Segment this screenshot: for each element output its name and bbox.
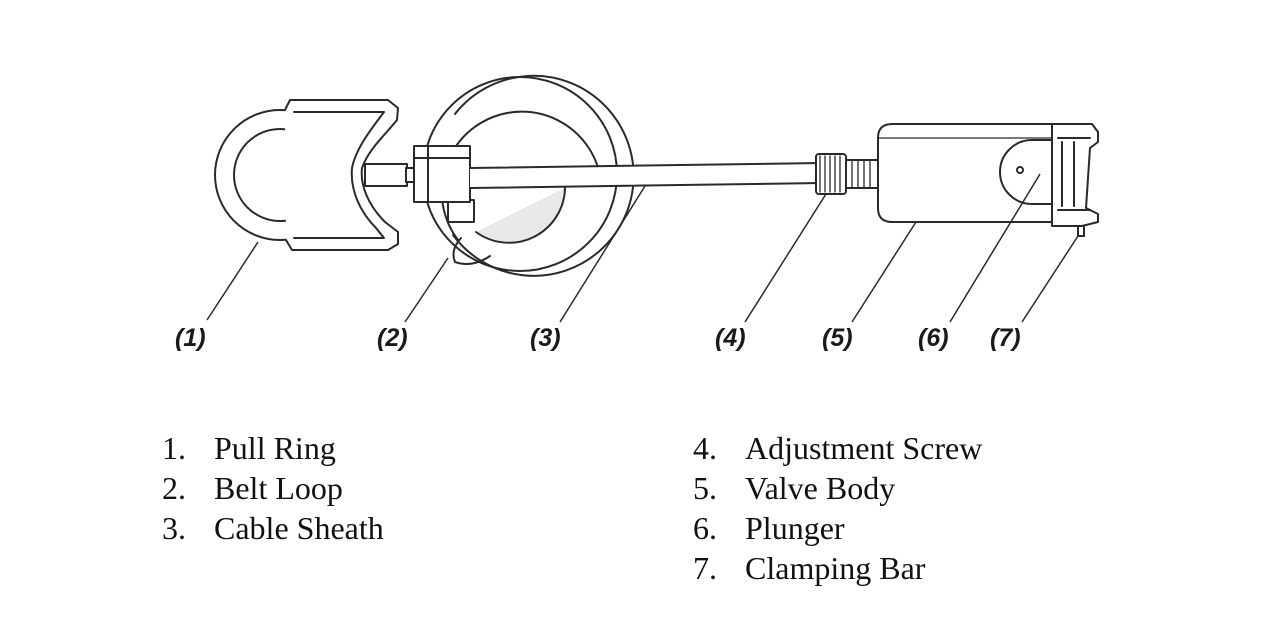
legend-label: Plunger <box>745 509 845 546</box>
leader-line-3 <box>559 185 646 323</box>
legend-number: 6. <box>693 509 717 546</box>
leader-line-4 <box>744 193 827 323</box>
legend-label: Valve Body <box>745 469 896 506</box>
legend-number: 7. <box>693 549 717 586</box>
plunger <box>999 139 1053 205</box>
callout-6: (6) <box>918 324 949 352</box>
pull-ring-yoke <box>284 99 417 251</box>
legend-number: 3. <box>162 509 186 546</box>
leader-line-2 <box>404 257 449 323</box>
legend-number: 4. <box>693 429 717 466</box>
legend-label: Cable Sheath <box>214 509 384 546</box>
legend-label: Adjustment Screw <box>745 429 983 466</box>
clamping-bar <box>1051 123 1099 237</box>
legend-item: 1. Pull Ring <box>162 428 384 468</box>
legend-label: Pull Ring <box>214 429 336 466</box>
legend-item: 7. Clamping Bar <box>693 548 982 588</box>
adjustment-screw <box>815 153 879 195</box>
callout-2: (2) <box>377 324 408 352</box>
callout-1: (1) <box>175 324 206 352</box>
legend-number: 5. <box>693 469 717 506</box>
leader-line-5 <box>851 221 917 323</box>
legend-item: 2. Belt Loop <box>162 468 384 508</box>
legend-item: 6. Plunger <box>693 508 982 548</box>
legend-label: Belt Loop <box>214 469 343 506</box>
leader-line-7 <box>1021 235 1079 323</box>
legend-number: 2. <box>162 469 186 506</box>
callout-5: (5) <box>822 324 853 352</box>
legend-label: Clamping Bar <box>745 549 926 586</box>
leader-line-1 <box>206 241 259 321</box>
callout-4: (4) <box>715 324 746 352</box>
legend-number: 1. <box>162 429 186 466</box>
leader-line-6 <box>949 173 1041 323</box>
callout-3: (3) <box>530 324 561 352</box>
cable-sheath <box>469 162 823 189</box>
callout-7: (7) <box>990 324 1021 352</box>
legend-right-column: 4. Adjustment Screw 5. Valve Body 6. Plu… <box>693 428 982 588</box>
legend-item: 5. Valve Body <box>693 468 982 508</box>
legend-item: 3. Cable Sheath <box>162 508 384 548</box>
legend-item: 4. Adjustment Screw <box>693 428 982 468</box>
legend-left-column: 1. Pull Ring 2. Belt Loop 3. Cable Sheat… <box>162 428 384 548</box>
